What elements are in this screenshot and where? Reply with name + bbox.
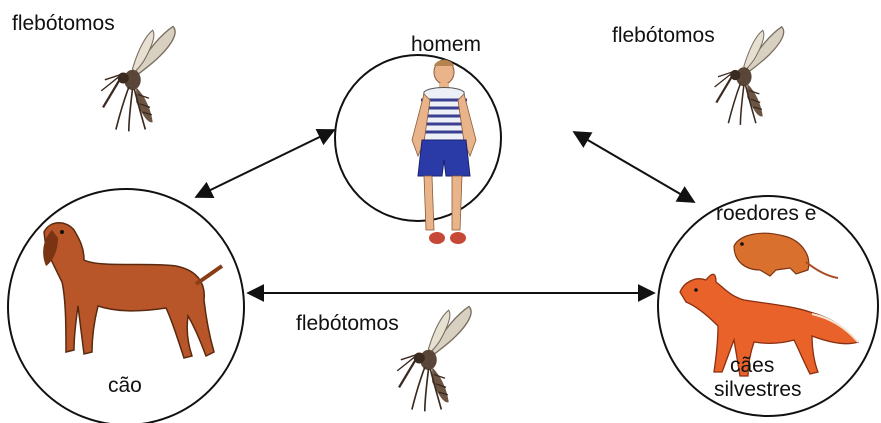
dog-icon <box>43 223 222 358</box>
rodent-icon <box>734 233 838 278</box>
wild-label-line3: silvestres <box>714 378 802 401</box>
vector-label-top-left: flebótomos <box>12 12 115 35</box>
sandfly-icon <box>715 27 784 125</box>
wild-label-line2: cães <box>730 354 774 377</box>
vector-label-bottom: flebótomos <box>296 312 399 335</box>
sandfly-icon <box>397 306 471 411</box>
vector-label-top-right: flebótomos <box>612 24 715 47</box>
wild-label-line1: roedores e <box>716 202 816 225</box>
human-label: homem <box>411 33 481 56</box>
arrow-dog-human <box>196 130 334 197</box>
dog-label: cão <box>108 374 142 397</box>
sandfly-icon <box>101 26 175 131</box>
arrow-human-wild <box>574 132 694 202</box>
